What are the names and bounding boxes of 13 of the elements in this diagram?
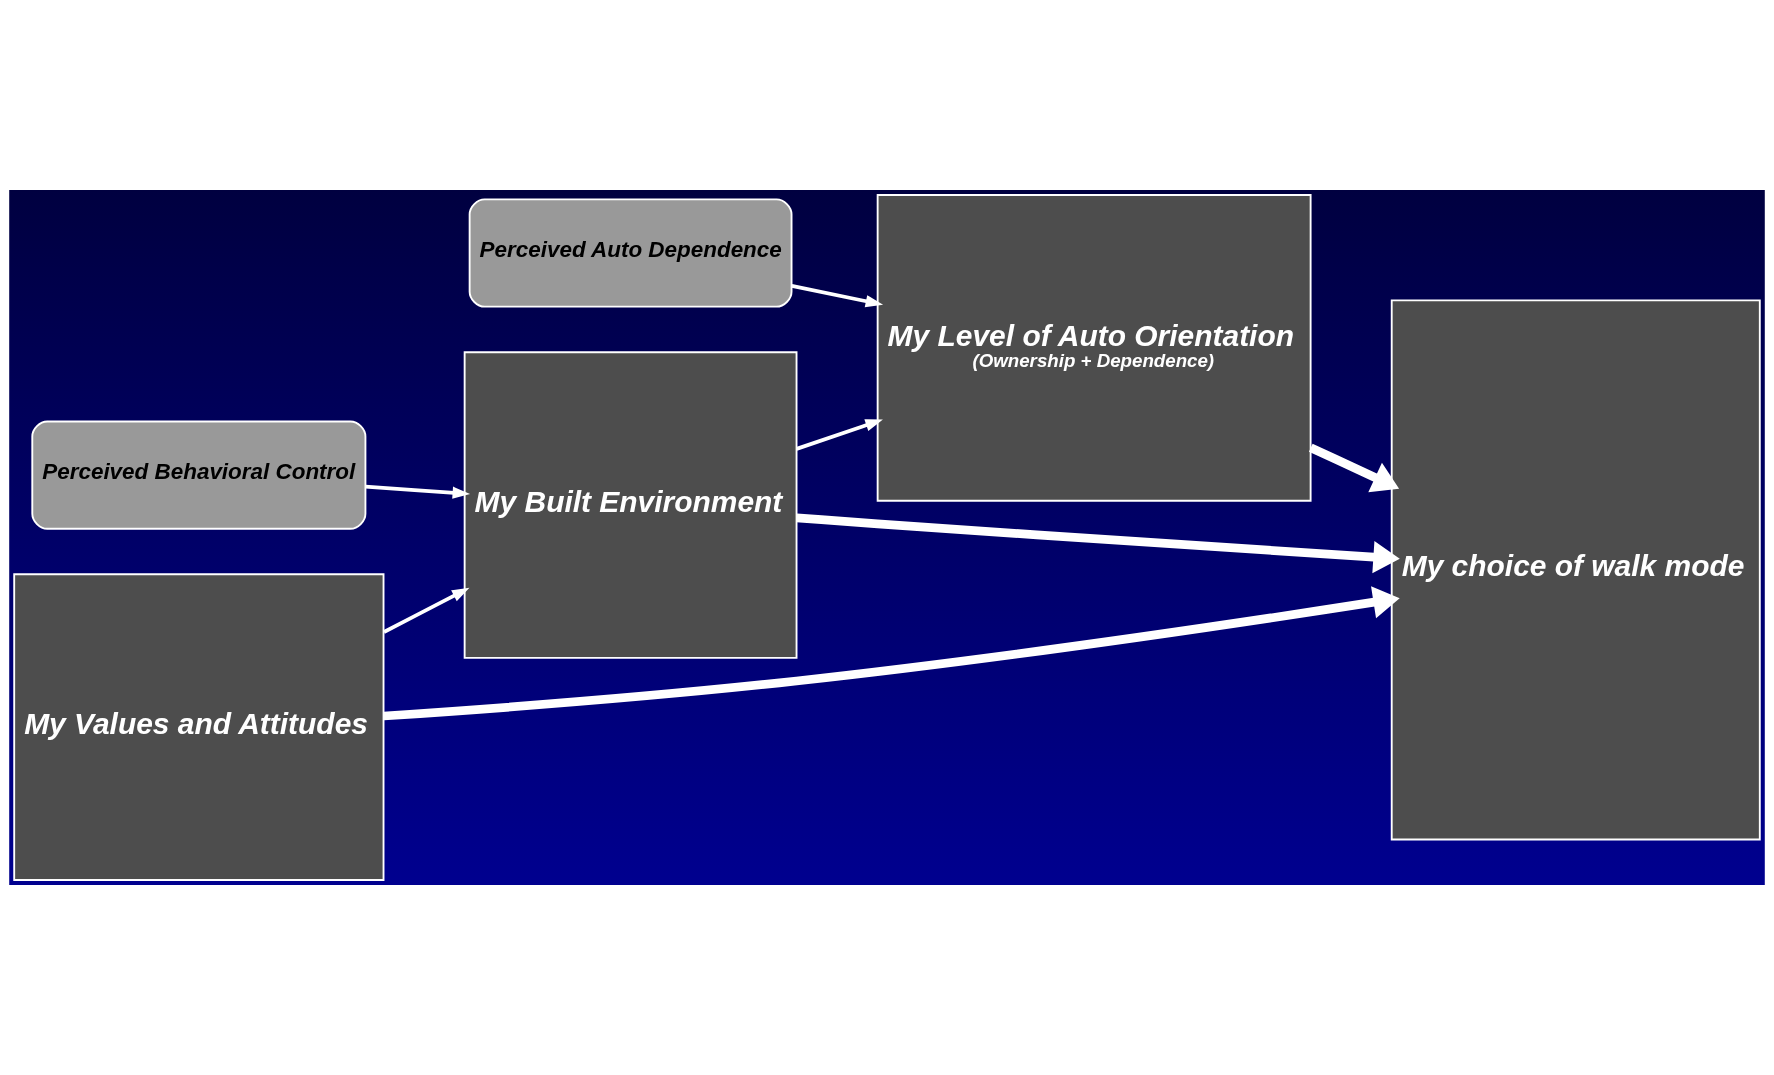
arrow [791, 284, 884, 308]
node-box: My Built Environment [463, 351, 798, 659]
node-box: Perceived Auto Dependence [468, 198, 793, 308]
arrow [365, 484, 471, 499]
arrow [1308, 443, 1400, 493]
arrow [383, 586, 1400, 721]
node-box: My Level of Auto Orientation (Ownership + Dependence) [876, 194, 1312, 502]
arrow [383, 587, 470, 634]
arrow [796, 419, 883, 451]
node-box: My choice of walk mode [1390, 299, 1761, 841]
node-box: Perceived Behavioral Control [31, 420, 367, 530]
node-box: My Values and Attitudes [13, 573, 385, 881]
arrow [796, 513, 1400, 574]
